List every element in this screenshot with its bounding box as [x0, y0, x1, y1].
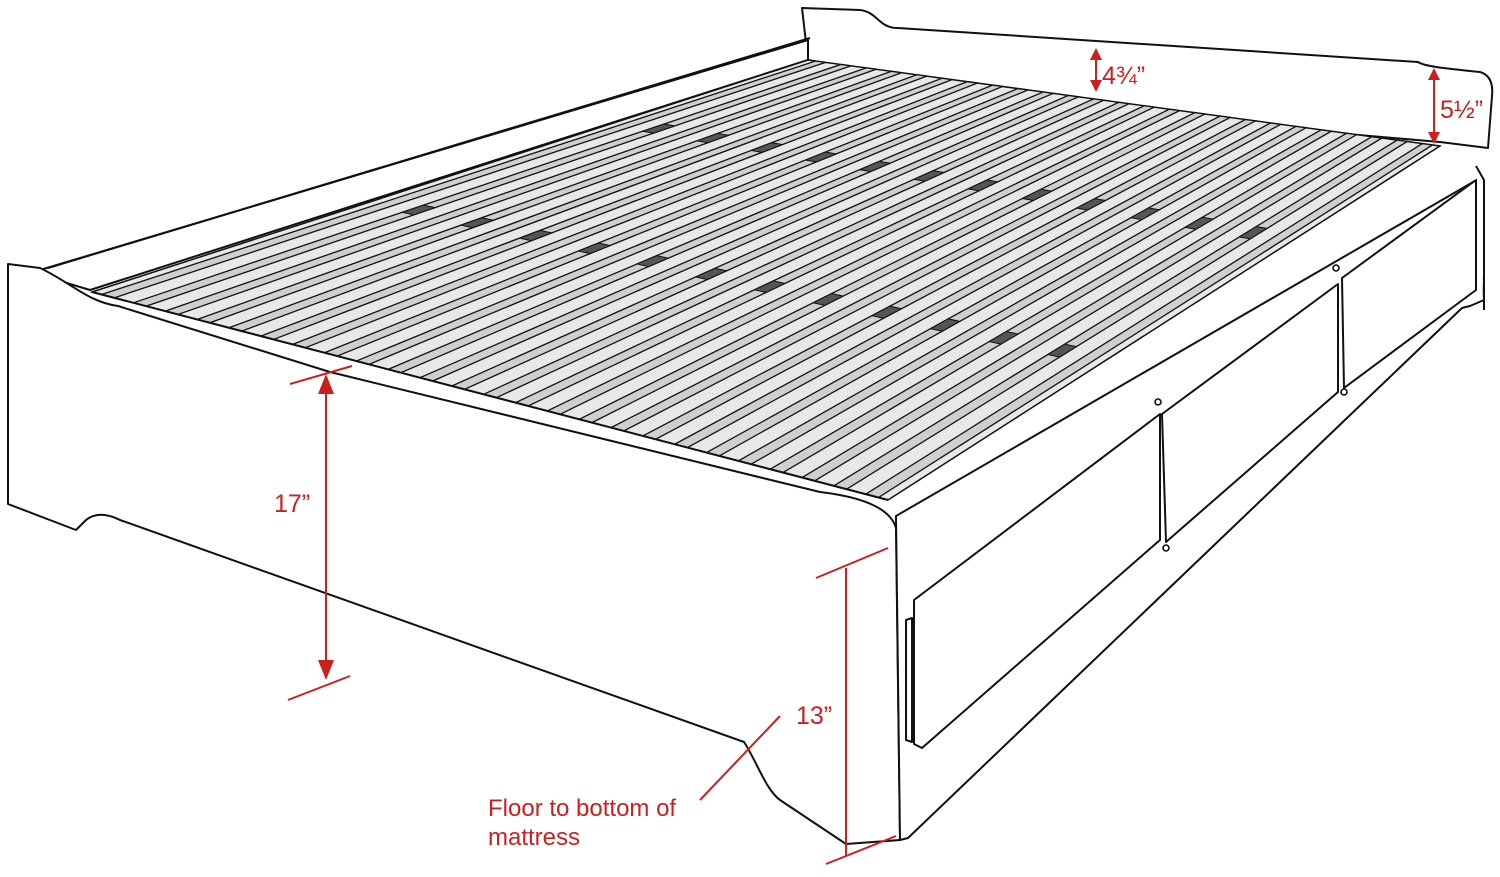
drawer-front-2	[1161, 283, 1339, 543]
support-block	[695, 132, 731, 144]
support-block	[749, 142, 785, 153]
slat-deck	[89, 59, 1443, 501]
dim-label-4-3-4: 4¾”	[1102, 62, 1145, 90]
support-block	[1183, 216, 1215, 230]
support-block	[803, 151, 839, 163]
support-block	[635, 255, 670, 268]
dim-label-5-1-2: 5½”	[1440, 96, 1483, 124]
support-block	[857, 160, 892, 173]
dim-label-17: 17”	[274, 490, 310, 518]
caption-line-1: Floor to bottom of	[488, 795, 676, 822]
drawer-knobs	[1154, 264, 1348, 552]
support-block	[1237, 226, 1269, 240]
support-block	[1020, 188, 1054, 201]
support-block	[929, 318, 962, 332]
drawer-front-1	[905, 413, 1161, 749]
deck-foot-edge	[91, 291, 889, 501]
support-block	[987, 330, 1020, 345]
drawer-front-3	[1341, 179, 1477, 389]
support-block	[966, 179, 1000, 192]
support-block	[576, 242, 612, 255]
support-block	[752, 280, 787, 293]
support-block	[459, 217, 496, 229]
dimension-labels: 4¾” 5½” 17” 13” Floor to bottom of mattr…	[274, 62, 1483, 851]
caption-line-2: mattress	[488, 824, 580, 851]
dimension-arrowheads	[318, 48, 1440, 680]
support-block	[1046, 343, 1078, 358]
support-block	[870, 305, 903, 319]
support-block	[1129, 207, 1161, 221]
headboard	[801, 7, 1494, 149]
dim-label-13: 13”	[796, 702, 832, 730]
support-block	[694, 267, 729, 281]
dimension-lines	[287, 50, 1435, 865]
support-block	[811, 293, 845, 306]
support-block	[517, 229, 554, 242]
support-block	[1075, 198, 1108, 211]
support-block	[912, 170, 946, 182]
support-block	[400, 204, 437, 216]
support-block	[642, 123, 675, 134]
